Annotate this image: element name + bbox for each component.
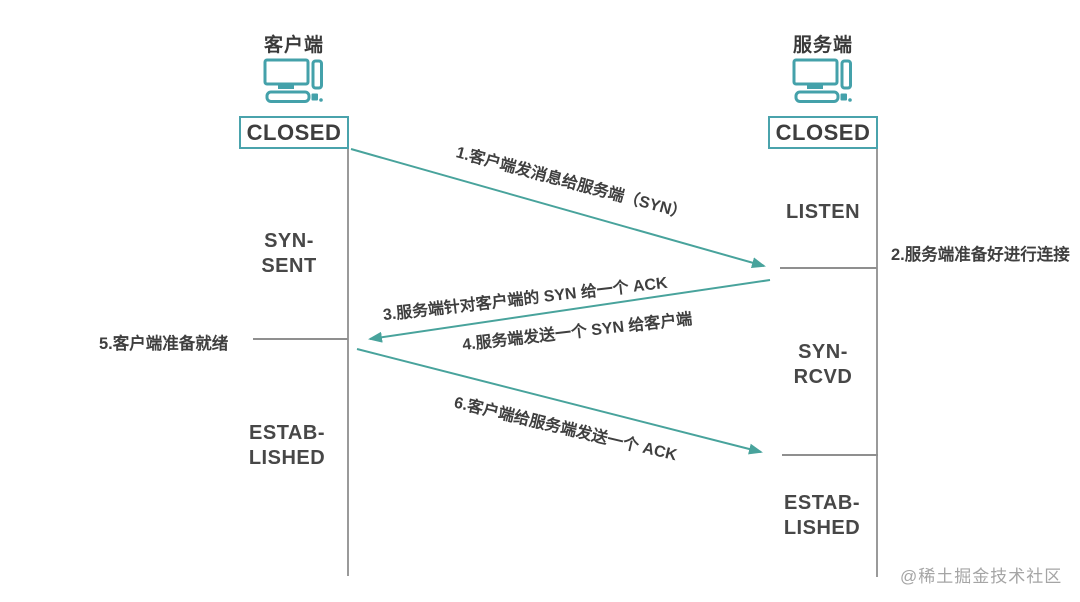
message-step5-label: 5.客户端准备就绪	[99, 335, 229, 353]
client-title: 客户端	[263, 35, 324, 56]
synack-arrow	[368, 279, 771, 343]
server-state-established: ESTAB- LISHED	[783, 492, 861, 539]
computer-icon	[263, 57, 323, 103]
client-state-closed: CLOSED	[239, 116, 349, 149]
message-step2-label: 2.服务端准备好进行连接	[891, 246, 1070, 264]
server-state-listen: LISTEN	[785, 201, 861, 223]
ack-arrow	[356, 348, 763, 455]
computer-icon	[792, 57, 852, 103]
client-state-established: ESTAB- LISHED	[248, 422, 326, 469]
server-title: 服务端	[792, 35, 853, 56]
server-state-closed: CLOSED	[768, 116, 878, 149]
watermark: @稀土掘金技术社区	[900, 567, 1063, 586]
syn-arrow	[350, 148, 766, 269]
client-state-syn-sent: SYN- SENT	[261, 230, 317, 277]
server-state-syn-rcvd: SYN- RCVD	[793, 341, 853, 388]
